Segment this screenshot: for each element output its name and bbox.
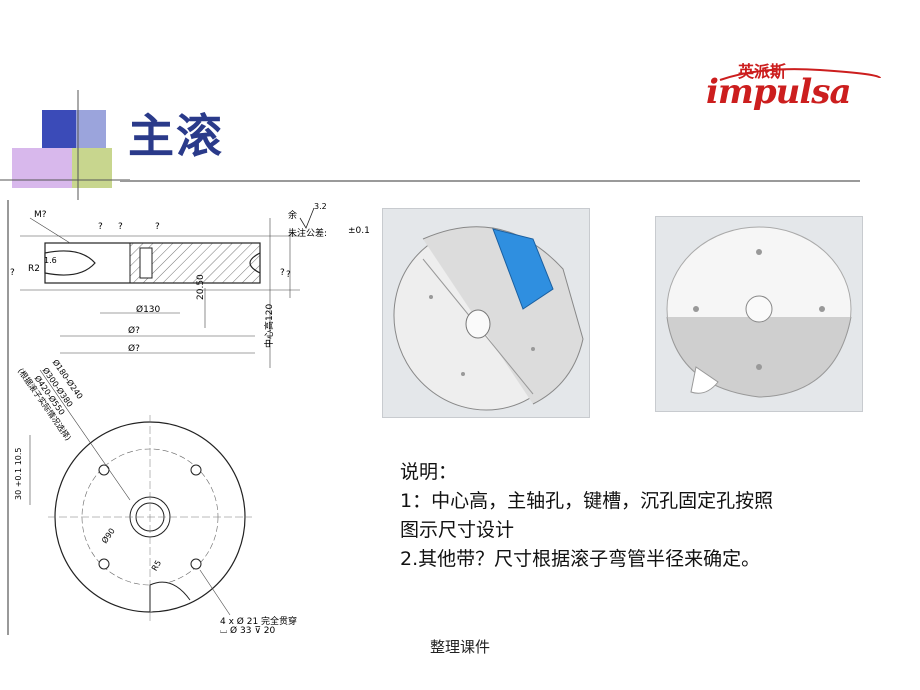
- center-height: 中心高120: [265, 303, 275, 348]
- title-decoration: [0, 90, 130, 200]
- surface-value: 3.2: [314, 202, 327, 211]
- dia-130: Ø130: [136, 305, 161, 315]
- title-underline: [120, 180, 860, 182]
- hole-note-2: ⌴ Ø 33 ⊽ 20: [220, 626, 276, 636]
- label-q4: ?: [10, 268, 15, 278]
- tolerance-value: ±0.1: [348, 226, 370, 236]
- section-drawing: [0, 198, 375, 378]
- section-drawing-svg: [7, 200, 315, 374]
- logo-english: impulsa: [706, 72, 851, 112]
- logo-swoosh: [700, 60, 885, 114]
- render-view-2-svg: [666, 226, 852, 398]
- notes-block: 说明： 1：中心高，主轴孔，键槽，沉孔固定孔按照 图示尺寸设计 2.其他带？尺寸…: [400, 458, 880, 574]
- dim-2050: 20.50: [196, 274, 206, 300]
- front-view-drawing: [0, 360, 375, 635]
- keyway-label: 30 +0.1 10.5: [14, 447, 23, 500]
- render-view-1-svg: [393, 226, 584, 411]
- label-q1: ?: [98, 222, 103, 232]
- label-m: M?: [34, 210, 47, 220]
- surface-prefix: 余: [288, 211, 298, 221]
- dia-q2: Ø?: [128, 344, 140, 354]
- front-view-svg: [7, 360, 252, 635]
- notes-line-1: 1：中心高，主轴孔，键槽，沉孔固定孔按照: [400, 490, 774, 512]
- slide-title: 主滚: [128, 109, 224, 163]
- render-view-2: [655, 216, 863, 412]
- label-q2: ?: [118, 222, 123, 232]
- radius-label: R2: [28, 264, 40, 274]
- dia-q1: Ø?: [128, 326, 140, 336]
- notes-line-3: 2.其他带？尺寸根据滚子弯管半径来确定。: [400, 548, 761, 570]
- decor-squares: [0, 90, 130, 200]
- radius-value: 1.6: [44, 256, 57, 265]
- slide-footer: 整理课件: [429, 638, 490, 656]
- tolerance-note: 未注公差:: [288, 229, 328, 239]
- render-view-1: [382, 208, 590, 418]
- notes-line-2: 图示尺寸设计: [400, 519, 515, 541]
- logo-swoosh-icon: [719, 68, 881, 81]
- side-q2: ?: [286, 270, 291, 280]
- hole-note-1: 4 x Ø 21 完全贯穿: [220, 617, 298, 627]
- side-q: ?: [280, 268, 285, 278]
- notes-heading: 说明：: [400, 461, 458, 483]
- label-q3: ?: [155, 222, 160, 232]
